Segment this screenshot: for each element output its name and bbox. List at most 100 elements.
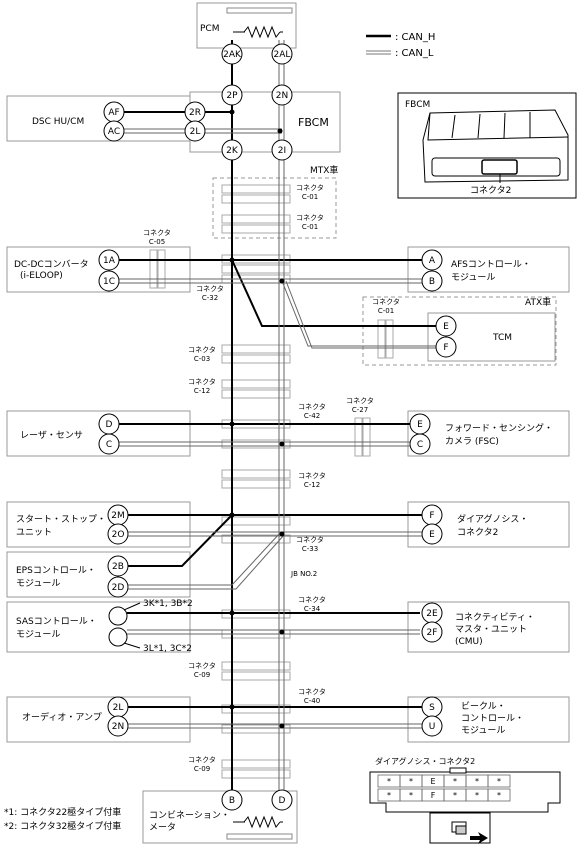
diag-r1-c4: *	[475, 777, 479, 786]
module-dsc: DSC HU/CM	[32, 117, 84, 127]
pin-fbcm-bot-h: 2K	[226, 146, 239, 156]
conn-10-name: コネクタ	[296, 535, 324, 544]
module-dcdc-1: DC-DCコンバータ	[14, 259, 89, 270]
conn-8-name: コネクタ	[346, 396, 374, 405]
pin-pcm-l: 2AL	[274, 50, 291, 60]
pin-cmu-h: 2E	[426, 609, 438, 619]
dcdc-box	[6, 246, 191, 293]
legend: : CAN_H : CAN_L	[366, 32, 435, 59]
conn-8-code: C-27	[352, 406, 368, 414]
module-tcm: TCM	[492, 333, 512, 343]
conn-13-name: コネクタ	[298, 687, 326, 696]
tcm-box	[427, 312, 556, 362]
module-pcm: PCM	[200, 24, 219, 34]
module-ss-1: スタート・ストップ・	[16, 514, 106, 525]
conn-6-name: コネクタ	[188, 377, 216, 386]
module-afs-2: モジュール	[451, 273, 495, 283]
pin-combi-l: D	[279, 796, 286, 806]
diag-connector-diagram: ダイアグノシス・コネクタ2 * * E * * * * * F * * *	[369, 756, 561, 844]
diag-r2-c5: *	[497, 791, 501, 800]
sas-note-h: 3K*1, 3B*2	[143, 599, 193, 609]
pin-audio-h: 2L	[113, 703, 124, 713]
legend-can-l: : CAN_L	[395, 48, 434, 59]
conn-3-code: C-32	[202, 294, 218, 302]
conn-14-name: コネクタ	[188, 755, 216, 764]
pin-ss-l: 2O	[112, 530, 125, 540]
pin-laser-l: C	[106, 440, 112, 450]
inset-connector-label: コネクタ2	[470, 185, 511, 196]
conn-0-name: コネクタ	[296, 183, 324, 192]
pin-dcdc-l: 1C	[103, 277, 115, 287]
diag-r2-c3: *	[453, 791, 457, 800]
pin-fsc-h: E	[417, 420, 423, 430]
diag-r1-c5: *	[497, 777, 501, 786]
eps-box	[6, 551, 191, 598]
afs-box	[407, 246, 570, 293]
combi-terminator	[226, 816, 293, 840]
module-dcdc-2: (i-ELOOP)	[20, 271, 63, 281]
conn-7-name: コネクタ	[298, 402, 326, 411]
diag-r2-c0: *	[387, 791, 391, 800]
conn-0-code: C-01	[302, 193, 318, 201]
diag-r1-c1: *	[409, 777, 413, 786]
module-vcm-2: コントロール・	[461, 714, 524, 724]
footnote-2: *2: コネクタ32極タイプ付車	[4, 820, 121, 832]
module-cmu-2: マスタ・ユニット	[455, 624, 527, 635]
conn-6-code: C-12	[194, 387, 210, 395]
conn-4-code: C-01	[378, 307, 394, 315]
pin-ss-h: 2M	[111, 511, 125, 521]
conn-13-code: C-40	[304, 697, 320, 705]
module-laser: レーザ・センサ	[20, 430, 83, 441]
module-fsc-1: フォワード・センシング・	[445, 422, 553, 434]
pin-pcm-h: 2AK	[223, 50, 242, 60]
module-cmu-1: コネクティビティ・	[455, 612, 535, 623]
diag-r2-c1: *	[409, 791, 413, 800]
mtx-dashed-box	[212, 177, 337, 239]
conn-9-code: C-12	[304, 481, 320, 489]
conn-5-name: コネクタ	[188, 345, 216, 354]
pin-cmu-l: 2F	[427, 628, 438, 638]
pin-dsc-h: AF	[108, 108, 119, 118]
pin-vcm-h: S	[429, 703, 435, 713]
diag-r1-c3: *	[453, 777, 457, 786]
conn-5-code: C-03	[194, 355, 210, 363]
conn-10-code: C-33	[302, 545, 318, 553]
pin-eps-h: 2B	[112, 562, 124, 572]
atx-dashed-box	[362, 296, 557, 366]
vcm-box	[407, 696, 570, 743]
sas-note-l: 3L*1, 3C*2	[143, 644, 192, 654]
module-afs-1: AFSコントロール・	[451, 260, 531, 270]
module-combi-2: メータ	[149, 822, 176, 833]
module-fbcm: FBCM	[298, 116, 329, 129]
laser-box	[6, 410, 191, 457]
start-stop-box	[6, 501, 191, 548]
module-vcm-3: モジュール	[461, 726, 505, 736]
jb-label: JB NO.2	[290, 570, 317, 578]
conn-9-name: コネクタ	[298, 471, 326, 480]
pin-audio-l: 2N	[112, 722, 124, 732]
module-sas-2: モジュール	[16, 630, 60, 640]
conn-7-code: C-42	[304, 412, 320, 420]
pin-tcm-h: E	[443, 322, 449, 332]
module-diag-1: ダイアグノシス・	[457, 513, 528, 525]
pin-fbcm-dsc-l: 2L	[190, 127, 201, 137]
pin-afs-h: A	[429, 256, 436, 266]
pin-fsc-l: C	[417, 440, 423, 450]
pin-afs-l: B	[429, 277, 435, 287]
module-diag-2: コネクタ2	[457, 527, 498, 538]
pin-fbcm-top-l: 2N	[276, 91, 288, 101]
fbcm-inset-title: FBCM	[405, 100, 430, 110]
fsc-box	[407, 410, 570, 457]
diag-diagram-title: ダイアグノシス・コネクタ2	[375, 756, 475, 766]
conn-3-name: コネクタ	[196, 284, 224, 293]
module-eps-2: モジュール	[16, 579, 60, 589]
pin-eps-l: 2D	[112, 583, 125, 593]
module-sas-1: SASコントロール・	[16, 617, 97, 627]
can-l-wiring	[118, 40, 444, 800]
can-h-wiring	[118, 40, 444, 800]
atx-label: ATX車	[525, 296, 551, 308]
module-fsc-2: カメラ (FSC)	[445, 436, 499, 447]
pin-diag-h: F	[429, 511, 434, 521]
module-eps-1: EPSコントロール・	[16, 566, 96, 576]
pin-laser-h: D	[106, 420, 113, 430]
